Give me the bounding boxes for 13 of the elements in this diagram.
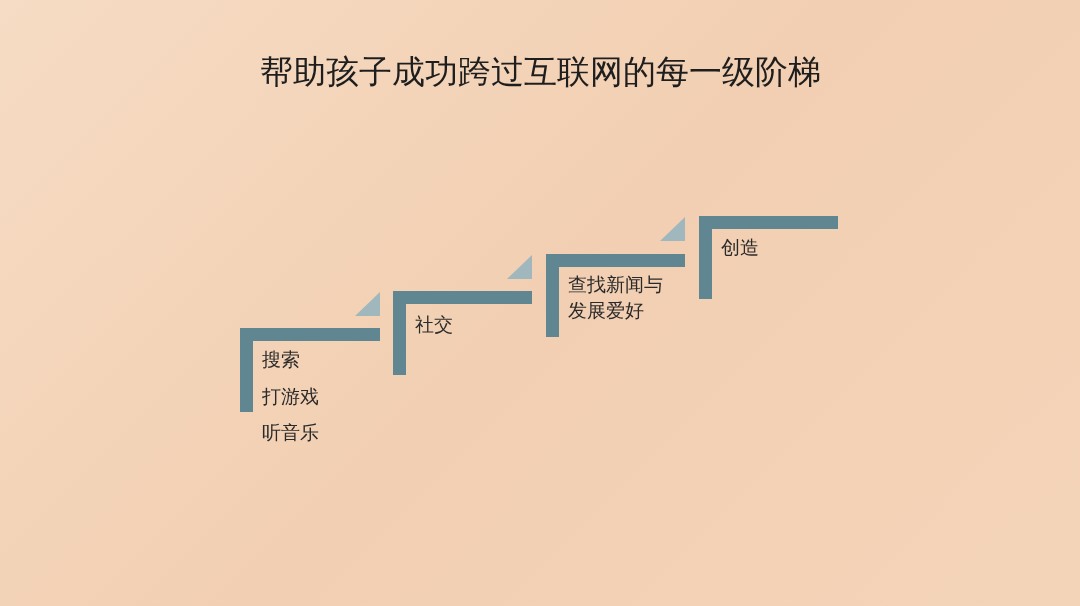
step-label: 查找新闻与发展爱好 xyxy=(568,272,664,323)
step-label: 创造 xyxy=(721,235,760,260)
step-label: 听音乐 xyxy=(262,420,320,445)
step-label: 搜索 xyxy=(262,347,301,372)
title: 帮助孩子成功跨过互联网的每一级阶梯 xyxy=(258,51,822,93)
step-label: 社交 xyxy=(415,312,454,337)
step-bracket xyxy=(393,291,532,375)
triangle-arrow xyxy=(660,217,685,241)
step-bracket xyxy=(546,254,685,337)
triangle-arrow xyxy=(355,292,380,316)
triangle-arrow xyxy=(507,255,532,279)
step-label: 打游戏 xyxy=(262,384,320,409)
step-bracket xyxy=(699,216,838,299)
